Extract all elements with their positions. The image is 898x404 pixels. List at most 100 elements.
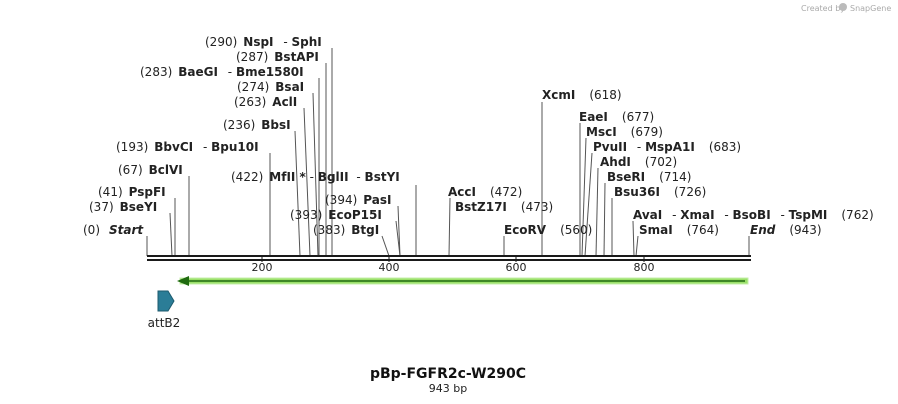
svg-text:(393)EcoP15I: (393) EcoP15I bbox=[290, 208, 382, 222]
svg-text:XcmI(618): XcmI (618) bbox=[542, 88, 622, 102]
enzyme-name: BbvCI bbox=[154, 140, 193, 154]
enzyme-name: BglII bbox=[318, 170, 349, 184]
ruler-tick: 200 bbox=[252, 261, 273, 274]
enzyme-pos: (67) bbox=[118, 163, 143, 177]
enzyme-name: End bbox=[750, 223, 776, 237]
enzyme-name: SphI bbox=[292, 35, 322, 49]
enzyme-name: MfII * bbox=[269, 170, 306, 184]
enzyme-name: BclVI bbox=[149, 163, 183, 177]
svg-text:(274)BsaI: (274) BsaI bbox=[237, 80, 304, 94]
feature-attb2[interactable]: attB2 bbox=[148, 290, 181, 330]
enzyme-pos: (41) bbox=[98, 185, 123, 199]
enzyme-pos: (283) bbox=[140, 65, 172, 79]
enzyme-pos: (274) bbox=[237, 80, 269, 94]
enzyme-name: EaeI bbox=[579, 110, 608, 124]
enzyme-name: Start bbox=[109, 223, 144, 237]
enzyme-name: BsaI bbox=[275, 80, 304, 94]
enzyme-name: AclI bbox=[272, 95, 297, 109]
enzyme-name: Bsu36I bbox=[614, 185, 660, 199]
svg-text:AccI(472): AccI (472) bbox=[448, 185, 522, 199]
ruler-tick: 800 bbox=[634, 261, 655, 274]
enzyme-pos: (943) bbox=[789, 223, 821, 237]
svg-text:BstZ17I(473): BstZ17I (473) bbox=[455, 200, 553, 214]
enzyme-pos: (472) bbox=[490, 185, 522, 199]
svg-text:(67)BclVI: (67) BclVI bbox=[118, 163, 183, 177]
svg-text:(41)PspFI: (41) PspFI bbox=[98, 185, 166, 199]
enzyme-name: MscI bbox=[586, 125, 617, 139]
svg-text:End(943): End (943) bbox=[750, 223, 822, 237]
enzyme-name: BseRI bbox=[607, 170, 645, 184]
enzyme-name: PvuII bbox=[593, 140, 627, 154]
enzyme-name: PasI bbox=[363, 193, 391, 207]
enzyme-pos: (383) bbox=[313, 223, 345, 237]
feature-label: attB2 bbox=[148, 316, 181, 330]
enzyme-pos: (290) bbox=[205, 35, 237, 49]
enzyme-pos: (762) bbox=[841, 208, 873, 222]
enzyme-name: XmaI bbox=[680, 208, 714, 222]
svg-text:(422)MfII * - BglII - BstYI: (422)MfII * - BglII - BstYI bbox=[231, 170, 400, 184]
enzyme-name: Bpu10I bbox=[211, 140, 258, 154]
svg-text:SmaI(764): SmaI (764) bbox=[639, 223, 719, 237]
enzyme-pos: (473) bbox=[521, 200, 553, 214]
ruler-tick: 600 bbox=[506, 261, 527, 274]
enzyme-name: TspMI bbox=[789, 208, 828, 222]
enzyme-name: PspFI bbox=[129, 185, 166, 199]
svg-text:(193)BbvCI - Bpu10I: (193)BbvCI - Bpu10I bbox=[116, 140, 259, 154]
sequence-backbone: 200 400 600 800 bbox=[147, 255, 751, 274]
enzyme-pos: (422) bbox=[231, 170, 263, 184]
snapgene-logo-icon bbox=[839, 3, 847, 11]
svg-text:BseRI(714): BseRI (714) bbox=[607, 170, 691, 184]
ruler-tick: 400 bbox=[379, 261, 400, 274]
enzyme-name: XcmI bbox=[542, 88, 575, 102]
svg-text:(0)Start: (0)Start bbox=[83, 223, 144, 237]
enzyme-pos: (394) bbox=[325, 193, 357, 207]
svg-text:(37)BseYI: (37) BseYI bbox=[89, 200, 157, 214]
svg-text:(287)BstAPI: (287) BstAPI bbox=[236, 50, 319, 64]
plasmid-length: 943 bp bbox=[429, 382, 467, 395]
enzyme-name: BseYI bbox=[120, 200, 158, 214]
plasmid-name: pBp-FGFR2c-W290C bbox=[370, 366, 526, 382]
svg-text:Bsu36I(726): Bsu36I (726) bbox=[614, 185, 706, 199]
svg-text:EcoRV(560): EcoRV (560) bbox=[504, 223, 592, 237]
enzyme-pos: (726) bbox=[674, 185, 706, 199]
enzyme-name: BaeGI bbox=[178, 65, 218, 79]
enzyme-pos: (37) bbox=[89, 200, 114, 214]
enzyme-pos: (679) bbox=[631, 125, 663, 139]
enzyme-name: AccI bbox=[448, 185, 476, 199]
enzyme-name: AhdI bbox=[600, 155, 631, 169]
svg-text:(263)AclI: (263) AclI bbox=[234, 95, 297, 109]
enzyme-pos: (764) bbox=[687, 223, 719, 237]
enzyme-pos: (263) bbox=[234, 95, 266, 109]
enzyme-pos: (287) bbox=[236, 50, 268, 64]
enzyme-pos: (618) bbox=[589, 88, 621, 102]
enzyme-name: EcoP15I bbox=[328, 208, 382, 222]
enzyme-name: BstYI bbox=[365, 170, 400, 184]
enzyme-name: BstAPI bbox=[274, 50, 319, 64]
svg-text:AvaI - XmaI - BsoBI - TspMI(76: AvaI - XmaI - BsoBI - TspMI(762) bbox=[633, 208, 874, 222]
orf-arrow[interactable] bbox=[177, 276, 749, 286]
enzyme-pos: (560) bbox=[560, 223, 592, 237]
enzyme-pos: (393) bbox=[290, 208, 322, 222]
enzyme-name: EcoRV bbox=[504, 223, 547, 237]
svg-text:(290)NspI - SphI: (290)NspI - SphI bbox=[205, 35, 322, 49]
credit-brand: SnapGene bbox=[850, 4, 891, 13]
svg-text:(383)BtgI: (383) BtgI bbox=[313, 223, 379, 237]
svg-text:AhdI(702): AhdI(702) bbox=[600, 155, 677, 169]
enzyme-name: BstZ17I bbox=[455, 200, 507, 214]
enzyme-pos: (677) bbox=[622, 110, 654, 124]
svg-text:(283)BaeGI - Bme1580I: (283)BaeGI - Bme1580I bbox=[140, 65, 304, 79]
enzyme-name: MspA1I bbox=[645, 140, 695, 154]
enzyme-connectors bbox=[146, 48, 750, 257]
enzyme-pos: (236) bbox=[223, 118, 255, 132]
svg-text:(236)BbsI: (236)BbsI bbox=[223, 118, 291, 132]
enzyme-name: BtgI bbox=[351, 223, 379, 237]
enzyme-name: SmaI bbox=[639, 223, 673, 237]
svg-text:(394)PasI: (394) PasI bbox=[325, 193, 391, 207]
svg-text:MscI(679): MscI (679) bbox=[586, 125, 663, 139]
enzyme-pos: (193) bbox=[116, 140, 148, 154]
enzyme-pos: (714) bbox=[659, 170, 691, 184]
enzyme-name: BsoBI bbox=[733, 208, 771, 222]
credit-text: Created by bbox=[801, 4, 845, 13]
